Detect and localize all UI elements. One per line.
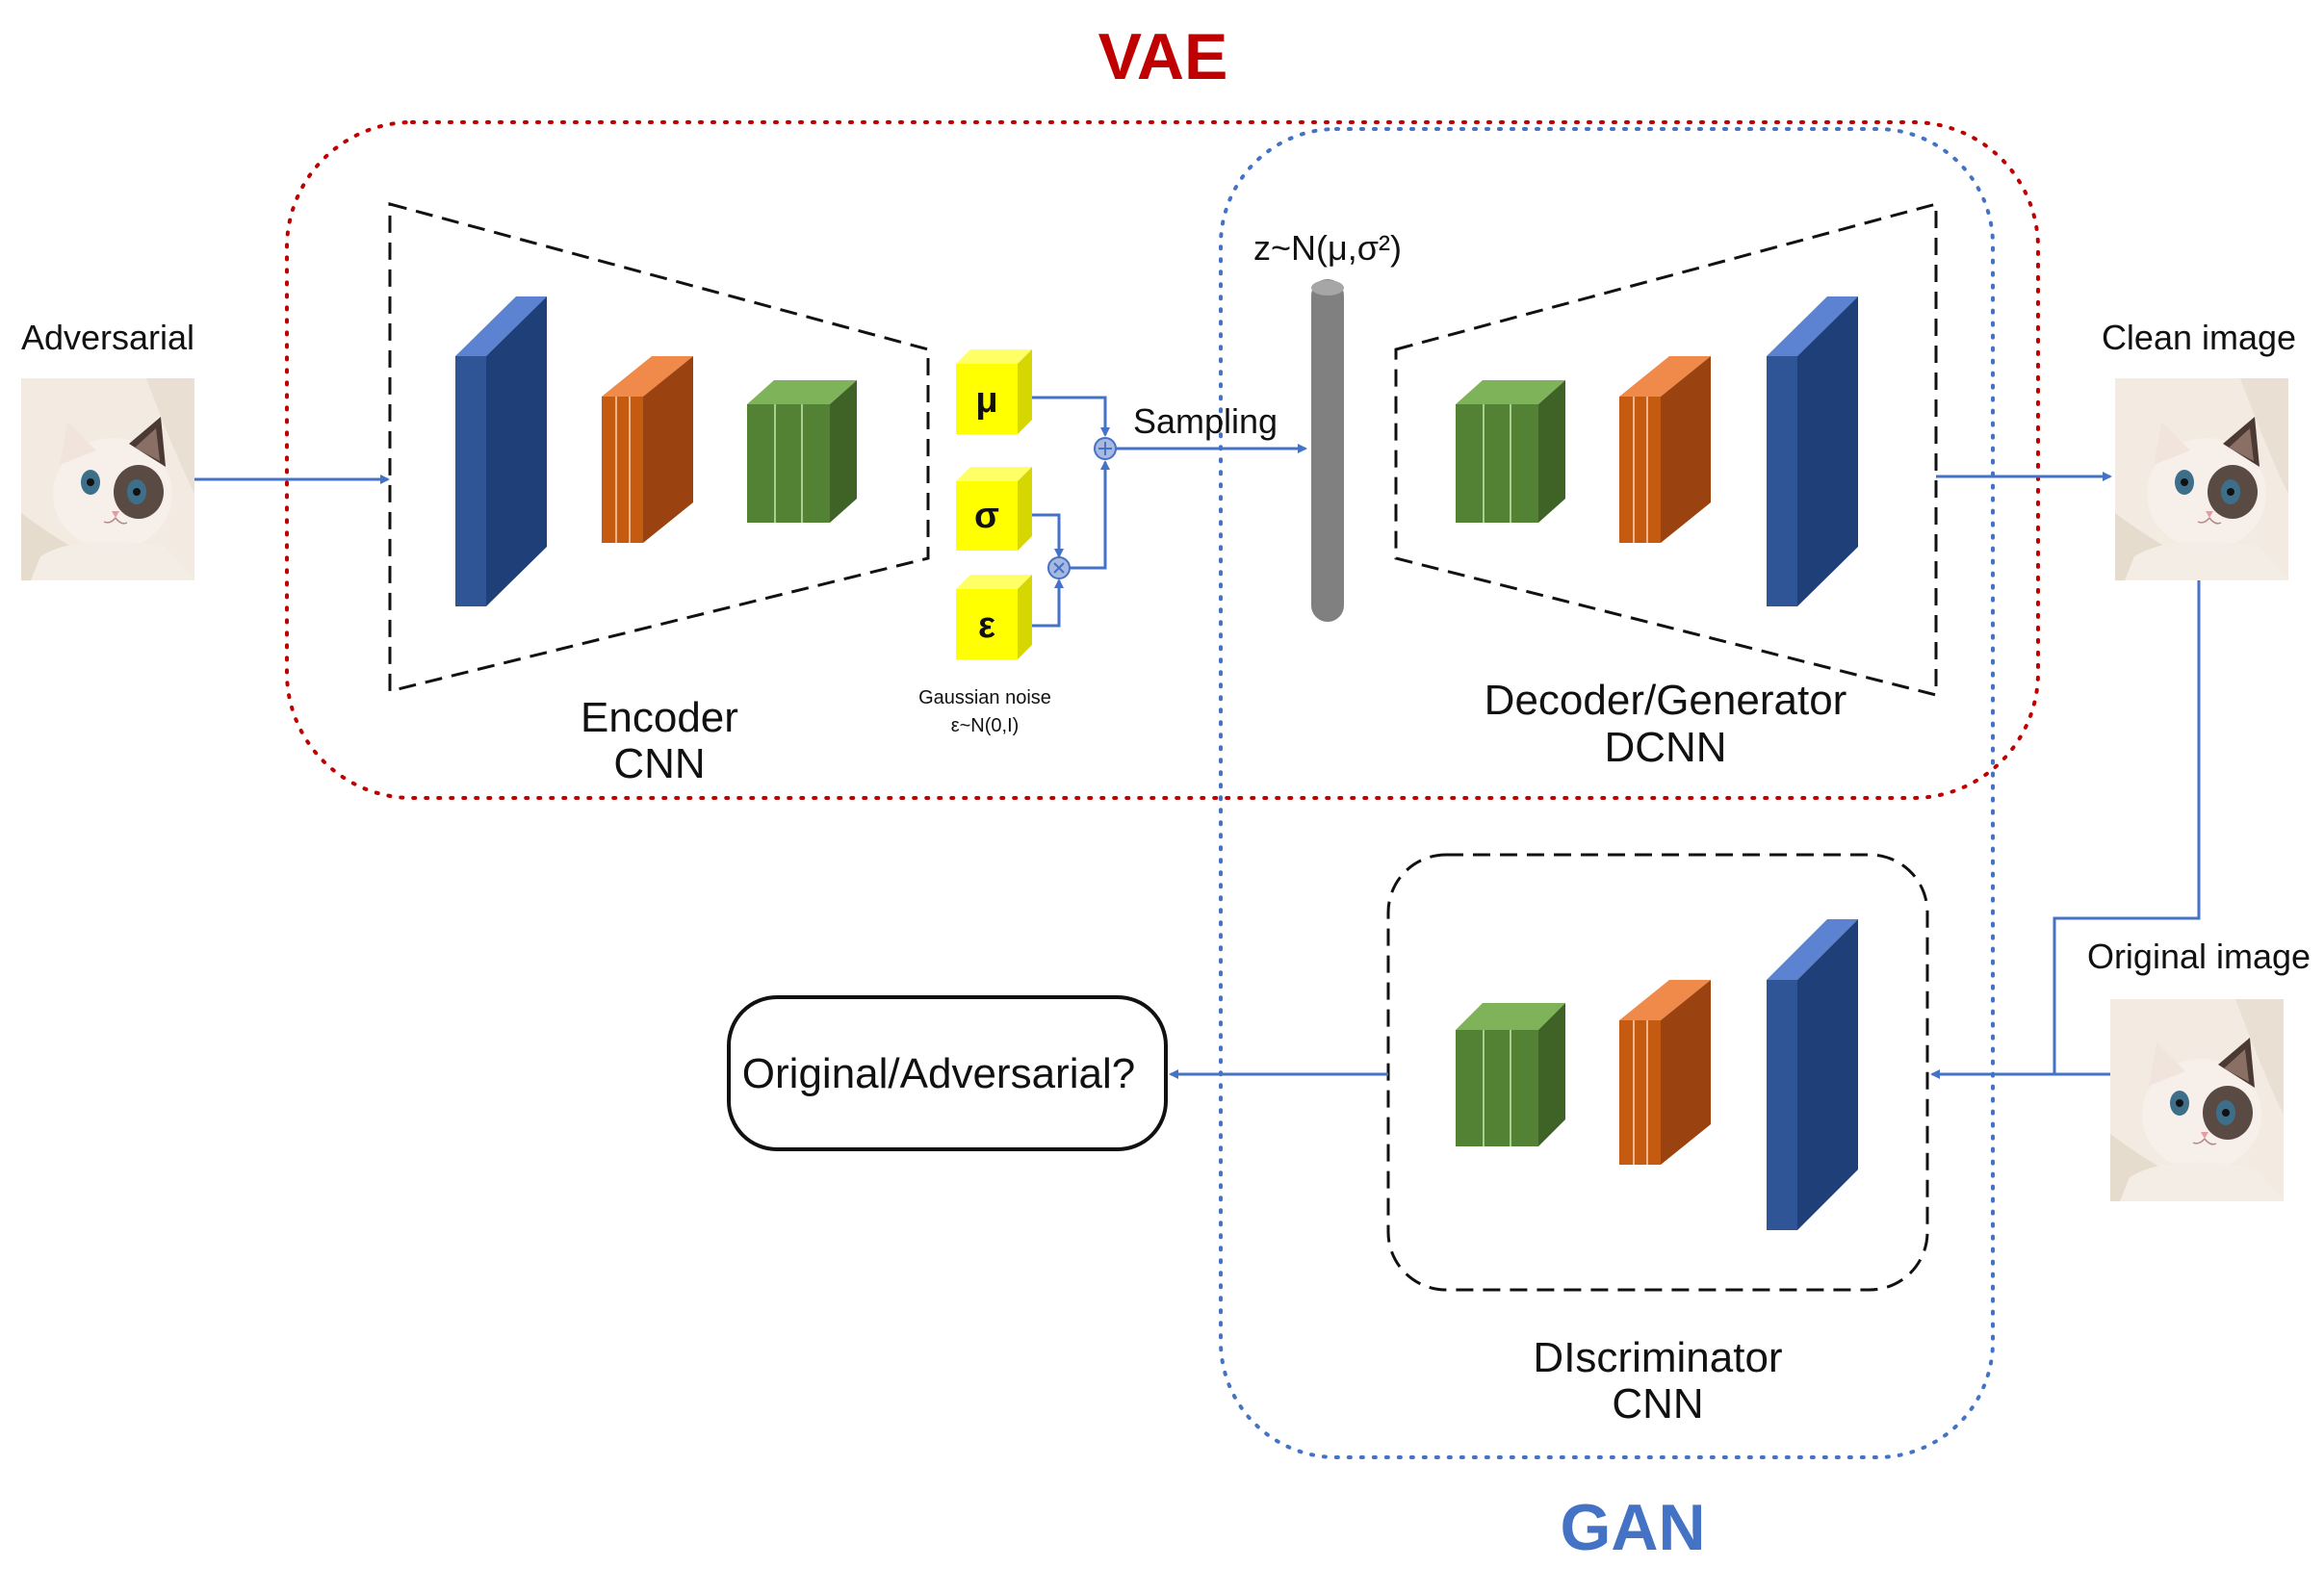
decoder-generator: Decoder/Generator DCNN (1394, 202, 1938, 771)
discriminator-orange-layer (1619, 980, 1711, 1165)
output-box (727, 995, 1168, 1151)
latent-vector-z (1311, 279, 1344, 622)
clean-image (2115, 378, 2288, 580)
z-distribution: z~N(μ,σ²) (1253, 228, 1402, 268)
discriminator-name: DIscriminator (1533, 1334, 1782, 1381)
decoder-orange-layer (1619, 356, 1711, 543)
clean-to-discriminator-path (2053, 580, 2201, 1074)
encoder-name: Encoder (581, 694, 738, 741)
encoder-type: CNN (613, 740, 705, 787)
epsilon-symbol: ε (978, 605, 995, 646)
noise-distribution: ε~N(0,I) (951, 715, 1020, 736)
sampling-label: Sampling (1133, 401, 1278, 441)
encoder-orange-layer (602, 356, 693, 543)
epsilon-box: ε (956, 575, 1032, 659)
original-image-label: Original image (2087, 937, 2311, 976)
decoder-trapezoid (1394, 202, 1938, 697)
vae-region-border (285, 120, 2040, 800)
discriminator-frame (1386, 853, 1929, 1292)
output-label: Original/Adversarial? (742, 1050, 1135, 1097)
decoder-blue-layer (1767, 296, 1858, 606)
discriminator-blue-layer (1767, 919, 1858, 1230)
sigma-box: σ (956, 467, 1032, 551)
discriminator-type: CNN (1612, 1380, 1703, 1427)
decoder-type: DCNN (1604, 724, 1726, 771)
discriminator-green-layer (1456, 1003, 1565, 1146)
plus-op-icon (1094, 437, 1117, 460)
sigma-symbol: σ (974, 496, 999, 536)
gan-title: GAN (1560, 1491, 1705, 1564)
original-image (2110, 999, 2284, 1201)
encoder: Encoder CNN (388, 202, 930, 787)
flow-arrows (194, 472, 2201, 1079)
encoder-green-layer (747, 380, 857, 523)
mu-box: μ (956, 349, 1032, 434)
encoder-trapezoid (388, 202, 930, 693)
reparam-connectors (1032, 396, 1110, 628)
discriminator: DIscriminator CNN (1386, 853, 1929, 1427)
mu-symbol: μ (975, 380, 997, 421)
adversarial-label: Adversarial (21, 318, 194, 357)
multiply-op-icon (1047, 556, 1071, 579)
adversarial-image (21, 378, 194, 580)
clean-image-label: Clean image (2102, 318, 2296, 357)
vae-title: VAE (1098, 20, 1228, 93)
decoder-green-layer (1456, 380, 1565, 523)
decoder-name: Decoder/Generator (1485, 677, 1847, 724)
noise-label: Gaussian noise (918, 687, 1051, 708)
encoder-blue-layer (455, 296, 547, 606)
